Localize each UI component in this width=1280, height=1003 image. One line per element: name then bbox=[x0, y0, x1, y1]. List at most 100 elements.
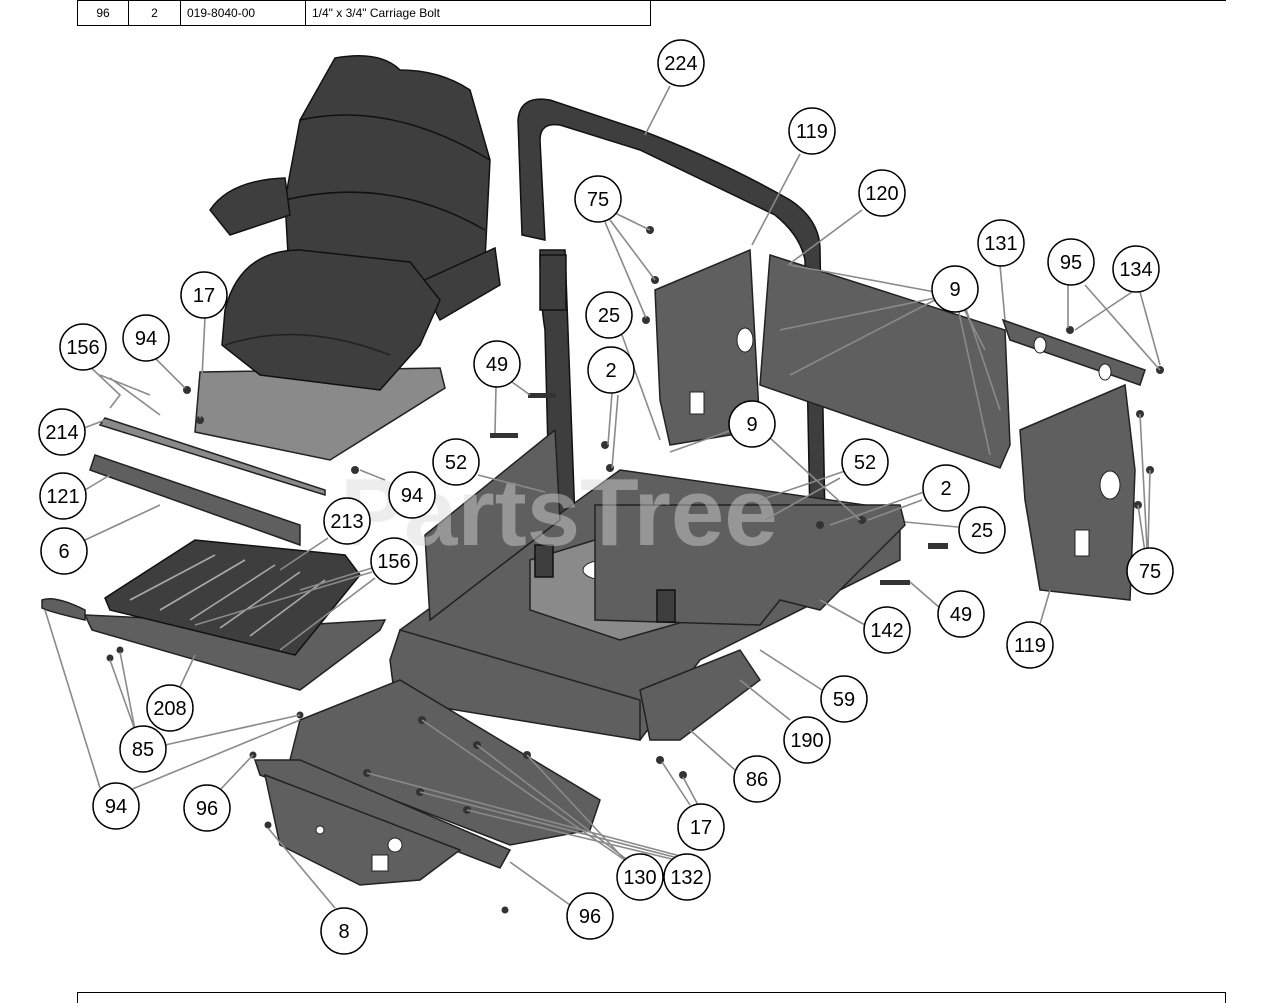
leader-94 bbox=[154, 357, 186, 389]
callout-17: 17 bbox=[677, 803, 725, 851]
callout-circle bbox=[733, 755, 781, 803]
leader-59 bbox=[759, 649, 823, 691]
seat-mount-plate bbox=[424, 428, 561, 622]
callout-label: 130 bbox=[623, 867, 656, 889]
front-plate-hole bbox=[315, 825, 325, 835]
seat-rail-bracket bbox=[89, 454, 301, 547]
callout-circle bbox=[92, 782, 140, 830]
callout-circle bbox=[1112, 245, 1160, 293]
header-rule bbox=[651, 0, 1226, 1]
callout-17: 17 bbox=[180, 271, 228, 319]
leader-119b bbox=[1039, 589, 1051, 625]
callout-circle bbox=[473, 340, 521, 388]
leader-120 bbox=[787, 209, 863, 266]
callout-circle bbox=[1126, 547, 1174, 595]
leader-2b bbox=[829, 491, 925, 526]
leader-190 bbox=[739, 679, 791, 721]
leader-75 bbox=[604, 212, 656, 319]
callout-52: 52 bbox=[841, 438, 889, 486]
callout-label: 17 bbox=[690, 817, 712, 839]
panel-hole bbox=[1099, 470, 1121, 500]
callout-circle bbox=[1047, 238, 1095, 286]
callout-circle bbox=[1006, 621, 1054, 669]
callout-circle bbox=[180, 271, 228, 319]
leader-8 bbox=[267, 827, 336, 909]
callout-circle bbox=[677, 803, 725, 851]
leader-52 bbox=[477, 474, 546, 493]
seat-base-plate bbox=[194, 367, 446, 461]
callout-label: 134 bbox=[1119, 259, 1152, 281]
callout-label: 52 bbox=[445, 452, 467, 474]
hardware bbox=[106, 226, 1164, 914]
callout-2: 2 bbox=[922, 464, 970, 512]
callout-label: 49 bbox=[486, 354, 508, 376]
front-caster-plate bbox=[263, 773, 462, 886]
callout-label: 95 bbox=[1060, 252, 1082, 274]
leader-132 bbox=[366, 772, 681, 861]
callout-130: 130 bbox=[616, 853, 664, 901]
callout-circle bbox=[820, 675, 868, 723]
callout-121: 121 bbox=[39, 472, 87, 520]
callout-circle bbox=[937, 590, 985, 638]
seat-cushion bbox=[221, 249, 441, 391]
callout-circle bbox=[616, 853, 664, 901]
callout-224: 224 bbox=[657, 39, 705, 87]
bolt-49 bbox=[528, 393, 556, 398]
roll-bar-bracket bbox=[539, 254, 567, 311]
callout-25: 25 bbox=[958, 506, 1006, 554]
leader-9 bbox=[779, 264, 1001, 456]
callout-label: 52 bbox=[854, 452, 876, 474]
leader-49b bbox=[909, 581, 941, 609]
front-plate-slot bbox=[371, 854, 389, 872]
nut-85 bbox=[116, 646, 124, 654]
callout-label: 142 bbox=[870, 620, 903, 642]
roll-bar-tube bbox=[517, 98, 826, 521]
callout-circle bbox=[119, 725, 167, 773]
callout-134: 134 bbox=[1112, 245, 1160, 293]
bolt-49 bbox=[880, 580, 910, 585]
bolt-49 bbox=[928, 543, 948, 549]
bolt-75 bbox=[642, 316, 650, 324]
leader-86 bbox=[689, 729, 736, 771]
callout-label: 190 bbox=[790, 730, 823, 752]
callout-2: 2 bbox=[587, 346, 635, 394]
callout-label: 2 bbox=[605, 360, 616, 382]
callout-label: 86 bbox=[746, 769, 768, 791]
description-cell: 1/4" x 3/4" Carriage Bolt bbox=[305, 0, 651, 26]
frame-weldment bbox=[253, 428, 906, 886]
callout-8: 8 bbox=[320, 907, 368, 955]
leader-224 bbox=[644, 85, 671, 136]
callout-94: 94 bbox=[92, 782, 140, 830]
nut-2 bbox=[601, 441, 609, 449]
leader-208 bbox=[179, 654, 196, 688]
callout-142: 142 bbox=[863, 606, 911, 654]
callout-label: 25 bbox=[598, 305, 620, 327]
front-plate-hole bbox=[387, 837, 403, 853]
leader-156 bbox=[84, 361, 161, 416]
nut-8 bbox=[264, 821, 272, 829]
callout-190: 190 bbox=[783, 716, 831, 764]
ref-number-cell: 96 bbox=[77, 0, 129, 26]
bolt-96 bbox=[501, 906, 509, 914]
callout-9: 9 bbox=[931, 265, 979, 313]
callout-49: 49 bbox=[473, 340, 521, 388]
callout-label: 131 bbox=[984, 233, 1017, 255]
callout-label: 8 bbox=[338, 921, 349, 943]
seat-armrest-left bbox=[209, 177, 291, 236]
panel-slot bbox=[689, 391, 705, 415]
callout-circle bbox=[977, 219, 1025, 267]
callout-label: 17 bbox=[193, 285, 215, 307]
callout-6: 6 bbox=[40, 527, 88, 575]
leader-9b bbox=[669, 429, 861, 521]
callout-label: 213 bbox=[330, 511, 363, 533]
bolt-49 bbox=[490, 433, 518, 438]
frame-spacer bbox=[656, 589, 676, 623]
nut-17 bbox=[679, 771, 687, 779]
callout-94: 94 bbox=[388, 471, 436, 519]
callout-214: 214 bbox=[38, 408, 86, 456]
leader-85 bbox=[109, 651, 301, 746]
callout-119: 119 bbox=[788, 107, 836, 155]
leader-121 bbox=[84, 474, 111, 491]
front-cross-bar bbox=[253, 759, 512, 869]
callout-circle bbox=[59, 323, 107, 371]
